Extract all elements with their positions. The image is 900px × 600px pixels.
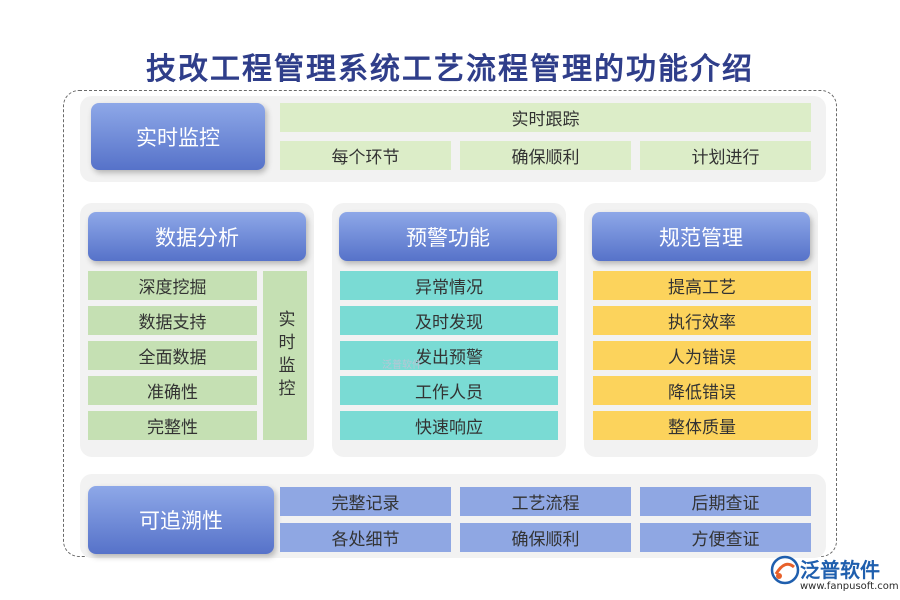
analysis-item: 数据支持 [88, 306, 257, 335]
analysis-item: 全面数据 [88, 341, 257, 370]
standard-head: 规范管理 [592, 212, 810, 261]
logo-name: 泛普软件 [800, 558, 880, 582]
realtime-item: 确保顺利 [460, 141, 631, 170]
realtime-item: 计划进行 [640, 141, 811, 170]
trace-item: 后期查证 [640, 487, 811, 516]
trace-item: 确保顺利 [460, 523, 631, 552]
page-title: 技改工程管理系统工艺流程管理的功能介绍 [146, 52, 754, 87]
brand-logo: 泛普软件 www.fanpusoft.com [770, 553, 899, 597]
analysis-side: 实时监控 [263, 271, 307, 440]
logo-url: www.fanpusoft.com [800, 581, 899, 592]
analysis-item: 深度挖掘 [88, 271, 257, 300]
warning-head: 预警功能 [339, 212, 557, 261]
analysis-item: 准确性 [88, 376, 257, 405]
warning-item: 工作人员 [340, 376, 558, 405]
trace-item: 工艺流程 [460, 487, 631, 516]
warning-item: 及时发现 [340, 306, 558, 335]
standard-item: 人为错误 [593, 341, 811, 370]
trace-item: 完整记录 [280, 487, 451, 516]
warning-item: 发出预警 [340, 341, 558, 370]
standard-item: 整体质量 [593, 411, 811, 440]
realtime-track: 实时跟踪 [280, 103, 811, 132]
watermark: 泛普软件 [382, 360, 422, 371]
logo-icon [770, 555, 800, 585]
realtime-item: 每个环节 [280, 141, 451, 170]
standard-item: 降低错误 [593, 376, 811, 405]
analysis-head: 数据分析 [88, 212, 306, 261]
analysis-item: 完整性 [88, 411, 257, 440]
trace-head: 可追溯性 [88, 486, 274, 554]
warning-item: 异常情况 [340, 271, 558, 300]
trace-item: 各处细节 [280, 523, 451, 552]
warning-item: 快速响应 [340, 411, 558, 440]
standard-item: 提高工艺 [593, 271, 811, 300]
realtime-head: 实时监控 [91, 103, 265, 170]
standard-item: 执行效率 [593, 306, 811, 335]
trace-item: 方便查证 [640, 523, 811, 552]
